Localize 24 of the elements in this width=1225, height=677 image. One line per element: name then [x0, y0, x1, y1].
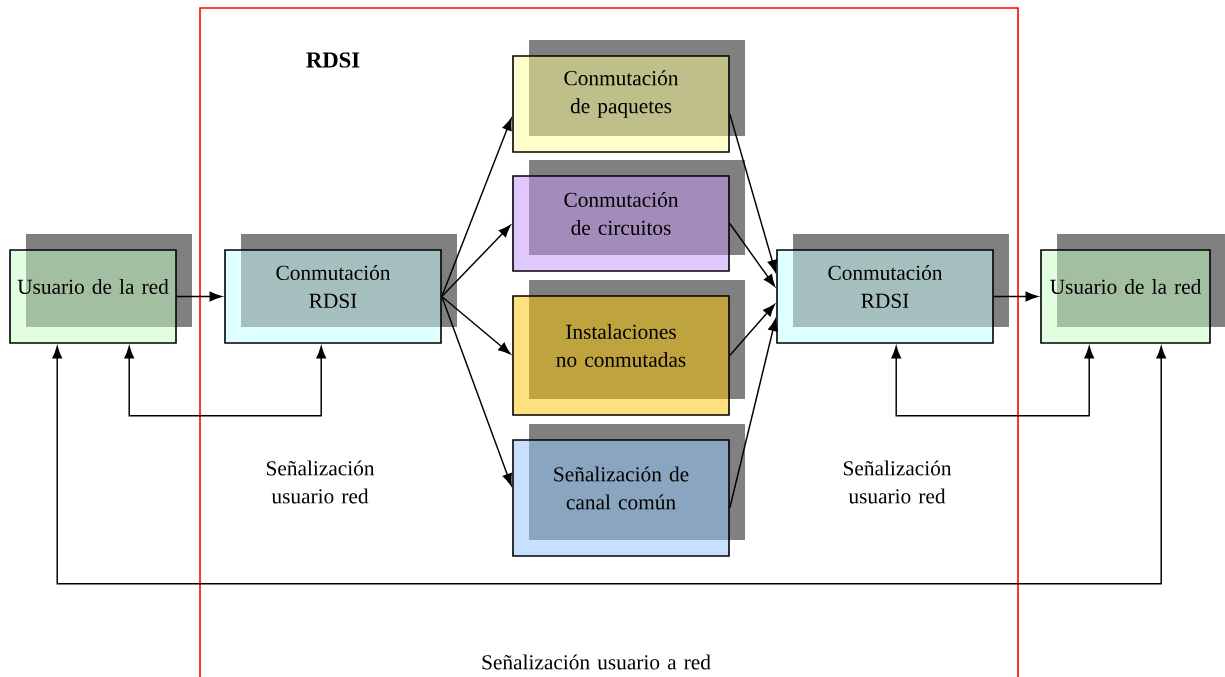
process-box: Instalaciones no conmutadas	[512, 280, 745, 416]
process-box: Conmutación RDSI	[224, 234, 457, 344]
annotation-text: Señalización usuario a red	[482, 654, 711, 670]
arrow	[52, 346, 1166, 585]
process-box: Usuario de la red	[1040, 234, 1225, 344]
arrow	[441, 225, 511, 298]
process-box: Conmutación de circuitos	[512, 160, 745, 272]
arrow	[729, 304, 775, 357]
process-box: Usuario de la red	[9, 234, 192, 344]
arrow	[176, 291, 222, 302]
arrow	[441, 295, 511, 355]
process-box: Conmutación de paquetes	[512, 40, 745, 153]
arrow	[441, 295, 512, 486]
frame-title: RDSI	[306, 52, 360, 68]
arrow	[993, 291, 1038, 302]
annotation-text: Señalización usuario red	[843, 460, 952, 504]
process-box: Conmutación RDSI	[776, 234, 1009, 344]
arrow	[729, 318, 778, 509]
arrow	[124, 346, 326, 417]
arrow	[891, 346, 1094, 417]
annotation-text: Señalización usuario red	[266, 460, 375, 504]
process-box: Señalización de canal común	[512, 424, 745, 557]
arrow	[729, 222, 776, 287]
arrow	[441, 118, 512, 298]
